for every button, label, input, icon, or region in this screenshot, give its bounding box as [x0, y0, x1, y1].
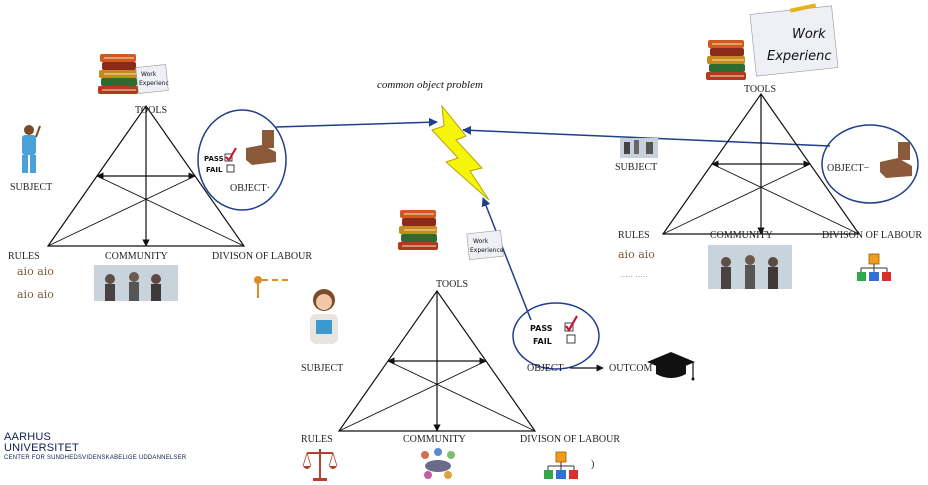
svg-text:Work: Work: [141, 71, 157, 78]
logo-line-1: AARHUS: [4, 431, 52, 443]
books-icon: [97, 53, 139, 95]
svg-text:Experienc: Experienc: [139, 80, 169, 87]
svg-text:aio aio: aio aio: [618, 248, 655, 261]
work-experience-card: Work Experienc: [135, 64, 169, 94]
triangle-left: [48, 106, 244, 246]
object-circle: [512, 302, 600, 370]
svg-text:FAIL: FAIL: [533, 337, 552, 346]
svg-text:): ): [591, 459, 594, 470]
svg-text:PASS: PASS: [530, 324, 553, 333]
subject-label: SUBJECT: [10, 182, 52, 193]
rules-label: RULES: [301, 434, 333, 445]
svg-text:Experienc: Experienc: [767, 49, 832, 64]
svg-text:aio aio: aio aio: [17, 288, 54, 301]
community-photo-icon: [708, 245, 792, 289]
object-label: OBJECT·: [230, 183, 270, 194]
tools-label: TOOLS: [436, 279, 468, 290]
rules-icon: aio aio ..... .....: [618, 248, 655, 279]
activity-system-center: Work Experience TOOLS SUBJECT PASS FAIL …: [301, 209, 695, 481]
object-circle: [821, 124, 919, 204]
kicking-foot-icon: [880, 142, 912, 178]
svg-text:PASS: PASS: [204, 155, 224, 163]
student-with-books-icon: [310, 289, 338, 344]
graduation-cap-icon: [647, 352, 695, 381]
object-arrow-center: [481, 197, 532, 321]
community-photo-icon: [94, 265, 178, 301]
aarhus-university-logo: AARHUS UNIVERSITET CENTER FOR SUNDHEDSVI…: [4, 431, 187, 462]
books-icon: [705, 39, 747, 81]
books-icon: [397, 209, 439, 251]
object-arrow-left: [275, 117, 438, 128]
lightning-bolt-icon: [431, 104, 490, 201]
tools-label: TOOLS: [135, 105, 167, 116]
svg-text:Experience: Experience: [470, 247, 504, 254]
rules-icon: aio aio aio aio: [17, 265, 54, 301]
division-of-labour-label: DIVISON OF LABOUR: [520, 434, 620, 445]
object-circle: [197, 109, 287, 211]
diagram-title: common object problem: [377, 79, 483, 91]
subject-label: SUBJECT: [615, 162, 657, 173]
division-of-labour-icon: [254, 276, 288, 298]
classroom-photo-icon: [620, 138, 658, 158]
pass-fail-checkbox-icon: PASS FAIL: [204, 147, 237, 174]
svg-text:Work: Work: [473, 238, 489, 245]
scales-of-justice-icon: [302, 449, 338, 481]
rules-label: RULES: [8, 251, 40, 262]
community-label: COMMUNITY: [403, 434, 466, 445]
svg-text:Work: Work: [792, 27, 826, 42]
logo-line-2: UNIVERSITET: [4, 442, 79, 454]
org-chart-icon: [856, 253, 892, 282]
subject-label: SUBJECT: [301, 363, 343, 374]
triangle-center: [339, 291, 535, 431]
object-label: OBJECT: [527, 363, 564, 374]
division-of-labour-label: DIVISON OF LABOUR: [212, 251, 312, 262]
svg-text:aio aio: aio aio: [17, 265, 54, 278]
meeting-group-icon: [421, 448, 455, 479]
kicking-foot-icon: [246, 130, 276, 165]
org-chart-icon: [543, 451, 579, 480]
svg-text:FAIL: FAIL: [206, 166, 223, 174]
object-label: OBJECT−: [827, 163, 870, 174]
logo-line-3: CENTER FOR SUNDHEDSVIDENSKABELIGE UDDANN…: [4, 455, 187, 461]
community-label: COMMUNITY: [710, 230, 773, 241]
community-label: COMMUNITY: [105, 251, 168, 262]
pass-fail-checkbox-icon: PASS FAIL: [530, 315, 578, 346]
work-experience-card: Work Experienc: [749, 3, 839, 77]
division-of-labour-label: DIVISON OF LABOUR: [822, 230, 922, 241]
activity-system-right: Work Experienc TOOLS SUBJECT OBJECT− RUL…: [615, 3, 922, 289]
outcome-label: OUTCOM: [609, 363, 652, 374]
activity-system-left: Work Experienc TOOLS SUBJECT PASS FAIL O…: [8, 53, 312, 301]
student-figure-icon: [22, 125, 41, 173]
work-experience-card: Work Experience: [466, 229, 504, 261]
tools-label: TOOLS: [744, 84, 776, 95]
svg-text:..... .....: ..... .....: [620, 270, 648, 279]
rules-label: RULES: [618, 230, 650, 241]
